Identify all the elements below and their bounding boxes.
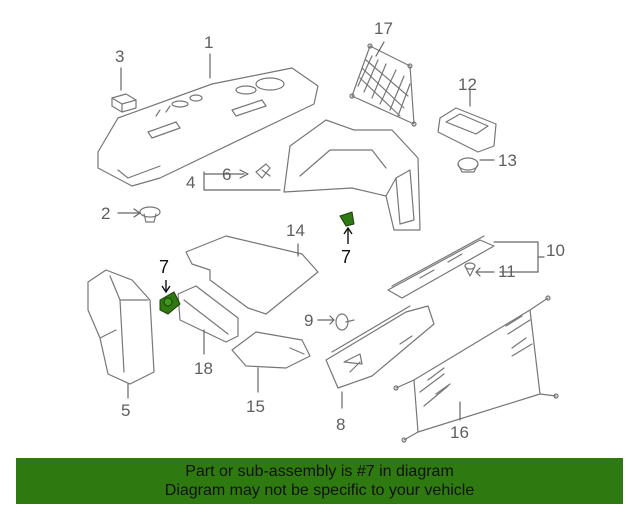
callout-18: 18: [194, 359, 213, 378]
part-13-cap: [457, 157, 479, 173]
callout-17: 17: [374, 19, 393, 38]
callout-2: 2: [101, 204, 111, 223]
part-15-cover: [231, 331, 311, 369]
callout-1: 1: [204, 33, 214, 52]
part-1-package-shelf: [97, 67, 319, 187]
callout-10: 10: [546, 241, 565, 260]
part-18-trim-panel: [177, 285, 239, 343]
banner-line-disclaimer: Diagram may not be specific to your vehi…: [164, 482, 475, 499]
part-11-clip: [464, 262, 476, 277]
callout-7-left: 7: [159, 257, 170, 277]
callout-13: 13: [498, 151, 517, 170]
callout-6: 6: [222, 165, 232, 184]
part-17-cargo-net-upright: [349, 43, 417, 127]
part-3-clip: [111, 93, 137, 113]
part-10-sill-plate: [387, 235, 495, 299]
part-4-trunk-side-trim: [283, 119, 421, 231]
callout-8: 8: [336, 415, 346, 434]
banner-line-part: Part or sub-assembly is #7 in diagram: [185, 463, 454, 480]
callout-14: 14: [286, 221, 305, 240]
callout-3: 3: [115, 47, 125, 66]
callout-5: 5: [121, 401, 131, 420]
part-info-banner: Part or sub-assembly is #7 in diagram Di…: [16, 458, 623, 504]
callout-7-right: 7: [341, 247, 352, 267]
part-14-trunk-floor-mat: [185, 235, 319, 315]
part-5-side-panel: [87, 269, 155, 385]
part-12-storage-tray: [437, 107, 497, 153]
part-16-cargo-net: [393, 295, 559, 443]
part-7-highlighted-fastener: [159, 211, 355, 315]
exploded-parts-diagram: [87, 41, 559, 443]
callout-16: 16: [450, 423, 469, 442]
part-9-push-pin: [335, 313, 355, 331]
part-2-retainer: [139, 206, 161, 223]
callout-4: 4: [186, 173, 196, 192]
callout-12: 12: [458, 75, 477, 94]
callout-15: 15: [246, 397, 265, 416]
part-8-rear-trim-panel: [325, 305, 435, 389]
part-6-push-pin: [255, 163, 271, 179]
callout-11: 11: [498, 262, 516, 281]
callout-9: 9: [304, 311, 314, 330]
